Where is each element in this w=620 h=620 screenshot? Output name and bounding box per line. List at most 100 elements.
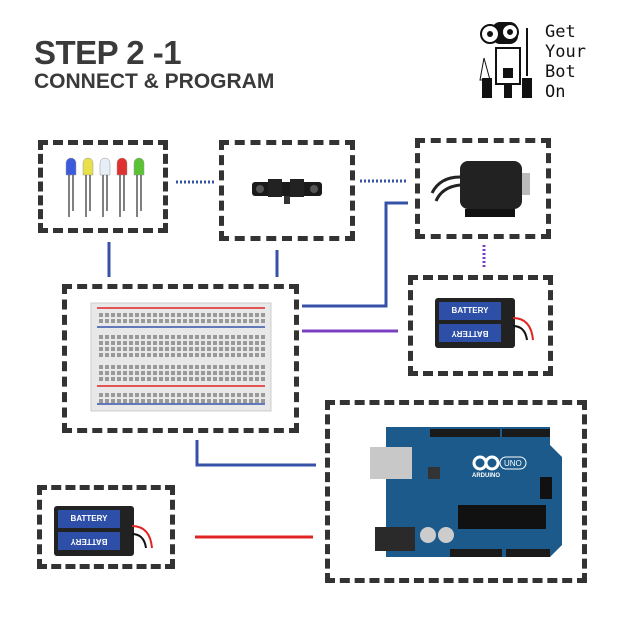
breadboard-hole [171,393,175,397]
breadboard-hole [99,335,103,339]
breadboard-hole [243,353,247,357]
breadboard-hole [195,399,199,403]
breadboard-hole [123,319,127,323]
breadboard-hole [141,377,145,381]
breadboard-hole [159,335,163,339]
breadboard-hole [99,313,103,317]
breadboard-hole [141,393,145,397]
breadboard-hole [183,353,187,357]
breadboard-hole [189,341,193,345]
breadboard-hole [195,319,199,323]
breadboard-hole [117,353,121,357]
breadboard-hole [129,347,133,351]
breadboard-hole [105,313,109,317]
breadboard-hole [159,313,163,317]
breadboard-hole [159,319,163,323]
breadboard-hole [195,341,199,345]
breadboard-hole [117,399,121,403]
breadboard-hole [123,341,127,345]
breadboard-hole [231,341,235,345]
breadboard-hole [219,371,223,375]
breadboard-hole [135,393,139,397]
breadboard-hole [99,347,103,351]
breadboard-hole [261,365,265,369]
breadboard-hole [225,341,229,345]
led [99,157,111,217]
breadboard-hole [261,319,265,323]
breadboard-hole [177,319,181,323]
breadboard-hole [261,313,265,317]
breadboard-hole [231,353,235,357]
breadboard-hole [177,347,181,351]
breadboard-hole [177,365,181,369]
arduino-box: ARDUINO UNO [325,400,587,583]
breadboard-hole [135,341,139,345]
breadboard-hole [249,353,253,357]
breadboard-hole [177,335,181,339]
battery-wires [513,317,534,341]
breadboard-hole [249,393,253,397]
wire-blue [195,440,316,467]
breadboard-hole [195,365,199,369]
breadboard-hole [237,393,241,397]
breadboard-hole [105,341,109,345]
breadboard-hole [105,319,109,323]
breadboard-hole [171,319,175,323]
breadboard-hole [141,313,145,317]
breadboard-hole [141,341,145,345]
breadboard-hole [159,377,163,381]
breadboard-hole [111,347,115,351]
breadboard-hole [135,335,139,339]
breadboard-hole [123,347,127,351]
breadboard-hole [255,353,259,357]
breadboard-hole [123,399,127,403]
breadboard-hole [249,377,253,381]
breadboard-hole [213,353,217,357]
breadboard-hole [237,377,241,381]
breadboard-box [62,284,299,433]
breadboard-hole [147,341,151,345]
breadboard-hole [183,347,187,351]
battery-label: BATTERY [439,302,501,320]
breadboard-hole [201,353,205,357]
breadboard-hole [159,365,163,369]
breadboard-hole [141,335,145,339]
breadboard-hole [219,399,223,403]
breadboard-hole [261,371,265,375]
breadboard-hole [105,335,109,339]
breadboard-hole [201,365,205,369]
breadboard-hole [117,365,121,369]
breadboard-hole [123,393,127,397]
breadboard-hole [261,353,265,357]
breadboard-hole [147,313,151,317]
breadboard-hole [111,365,115,369]
breadboard-hole [243,335,247,339]
breadboard-hole [147,371,151,375]
breadboard-hole [195,377,199,381]
breadboard-hole [123,371,127,375]
battery-wires [132,525,153,549]
motor-icon [430,161,530,217]
breadboard-hole [237,399,241,403]
breadboard-hole [213,335,217,339]
breadboard-hole [153,313,157,317]
breadboard-hole [99,319,103,323]
breadboard-hole [231,377,235,381]
breadboard-hole [243,313,247,317]
breadboard-hole [231,365,235,369]
breadboard-hole [183,319,187,323]
breadboard-hole [129,341,133,345]
breadboard-hole [189,365,193,369]
breadboard-hole [99,371,103,375]
breadboard-hole [177,353,181,357]
page-subtitle: CONNECT & PROGRAM [34,70,275,93]
breadboard-hole [255,313,259,317]
breadboard-hole [231,347,235,351]
breadboard-hole [189,353,193,357]
breadboard-hole [237,365,241,369]
breadboard-hole [99,399,103,403]
breadboard-hole [249,335,253,339]
breadboard-hole [249,319,253,323]
breadboard-hole [171,335,175,339]
